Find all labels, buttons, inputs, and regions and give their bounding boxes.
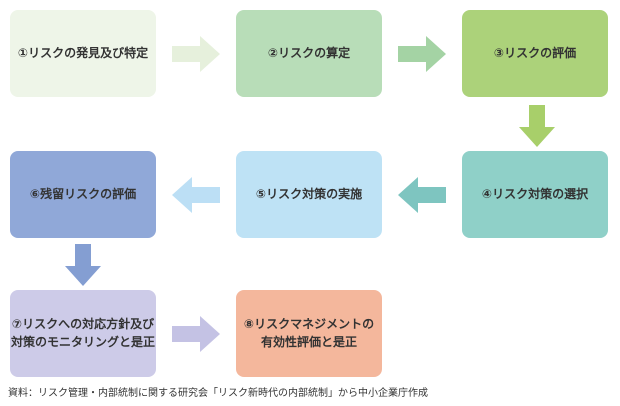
arrow-5-shape [172, 177, 220, 213]
step-8-effectiveness-evaluation: ⑧リスクマネジメントの 有効性評価と是正 [236, 290, 382, 377]
step-7-response-policy-monitoring: ⑦リスクへの対応方針及び 対策のモニタリングと是正 [10, 290, 156, 377]
step-2-risk-calculation: ②リスクの算定 [236, 10, 382, 97]
step-5-label: ⑤リスク対策の実施 [255, 186, 363, 201]
step-3-label: ③リスクの評価 [493, 45, 577, 60]
arrow-left-icon [398, 177, 446, 213]
step-7-label: ⑦リスクへの対応方針及び 対策のモニタリングと是正 [10, 317, 155, 349]
step-4-label: ④リスク対策の選択 [481, 186, 589, 201]
source-caption: 資料：リスク管理・内部統制に関する研究会「リスク新時代の内部統制」から中小企業庁… [8, 388, 428, 399]
arrow-1-shape [172, 36, 220, 72]
step-8-label: ⑧リスクマネジメントの 有効性評価と是正 [243, 317, 375, 349]
step-5-risk-measure-implementation: ⑤リスク対策の実施 [236, 151, 382, 238]
arrow-down-icon [519, 105, 555, 147]
arrow-6-shape [65, 244, 101, 286]
step-3-risk-evaluation: ③リスクの評価 [462, 10, 608, 97]
arrow-2-shape [398, 36, 446, 72]
step-6-label: ⑥残留リスクの評価 [29, 186, 137, 201]
arrow-down-icon [65, 244, 101, 286]
step-1-risk-identification: ①リスクの発見及び特定 [10, 10, 156, 97]
arrow-right-icon [398, 36, 446, 72]
arrow-4-shape [398, 177, 446, 213]
arrow-right-icon [172, 316, 220, 352]
step-4-risk-measure-selection: ④リスク対策の選択 [462, 151, 608, 238]
arrow-right-icon [172, 36, 220, 72]
arrow-left-icon [172, 177, 220, 213]
arrow-3-shape [519, 105, 555, 147]
arrow-7-shape [172, 316, 220, 352]
step-6-residual-risk-evaluation: ⑥残留リスクの評価 [10, 151, 156, 238]
step-2-label: ②リスクの算定 [267, 45, 351, 60]
step-1-label: ①リスクの発見及び特定 [17, 45, 149, 60]
